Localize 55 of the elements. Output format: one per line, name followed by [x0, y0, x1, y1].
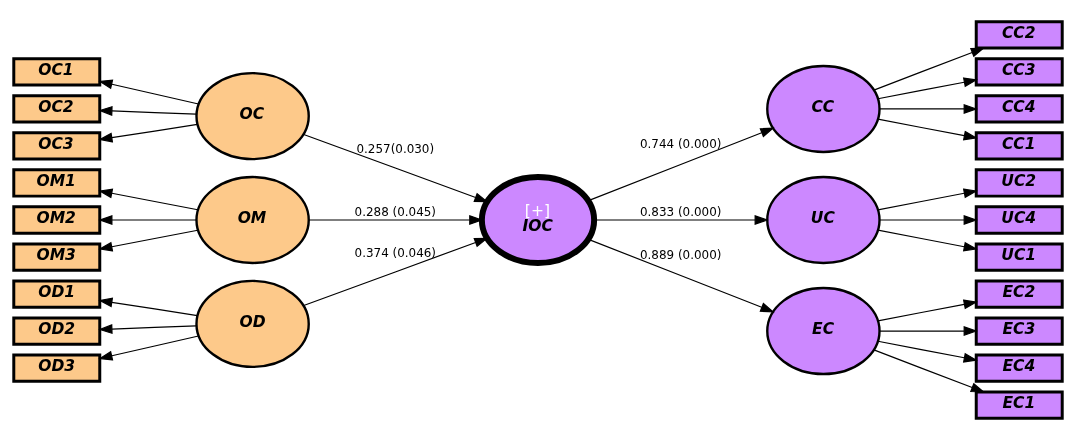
node-box: CC4 [974, 93, 1064, 124]
node-box: EC1 [974, 389, 1064, 420]
node-box: CC2 [974, 19, 1064, 50]
arrow [879, 214, 978, 225]
node-ellipse: OC [195, 71, 310, 160]
node-box: EC4 [974, 352, 1064, 383]
node-box: OC2 [12, 93, 102, 124]
edge-label: 0.889 (0.000) [639, 247, 722, 262]
node-box: OC1 [12, 56, 102, 87]
node-box: OC3 [12, 130, 102, 161]
node-box: OM1 [12, 167, 102, 198]
arrow [98, 187, 199, 210]
arrow [98, 123, 198, 143]
arrow [98, 229, 199, 252]
edge-label: 0.288 (0.045) [354, 204, 437, 219]
arrow [873, 348, 986, 392]
arrow [879, 103, 978, 114]
arrow [98, 323, 197, 334]
node-box: EC3 [974, 315, 1064, 346]
node-box: OD2 [12, 315, 102, 346]
node-ellipse: CC [766, 64, 881, 153]
node-box: UC2 [974, 167, 1064, 198]
node-ellipse: EC [766, 286, 881, 375]
node-box: OD1 [12, 278, 102, 309]
arrow [98, 334, 200, 361]
node-ellipse: OM [195, 175, 310, 264]
edge-label: 0.744 (0.000) [639, 136, 722, 151]
node-box: OD3 [12, 352, 102, 383]
arrow [877, 340, 978, 363]
arrow [877, 118, 978, 141]
edge-label: 0.833 (0.000) [639, 204, 722, 219]
node-box: UC4 [974, 204, 1064, 235]
node-box: OM3 [12, 241, 102, 272]
arrow [98, 78, 200, 105]
arrow [587, 127, 775, 201]
arrow [879, 325, 978, 336]
node-ellipse: OD [195, 279, 310, 368]
arrow [98, 105, 197, 116]
arrow [873, 47, 986, 91]
arrow [877, 187, 978, 210]
edge-label: 0.374 (0.046) [354, 245, 437, 260]
node-box: CC3 [974, 56, 1064, 87]
arrow [98, 214, 197, 225]
arrow [877, 76, 978, 99]
edge-label: 0.257(0.030) [356, 141, 435, 156]
node-box: CC1 [974, 130, 1064, 161]
arrow [877, 298, 978, 321]
node-ellipse: [+] IOC [478, 173, 598, 266]
node-box: OM2 [12, 204, 102, 235]
node-ellipse: UC [766, 175, 881, 264]
arrow [98, 296, 198, 316]
node-box: UC1 [974, 241, 1064, 272]
arrow [877, 229, 978, 252]
arrow [587, 238, 775, 312]
node-box: EC2 [974, 278, 1064, 309]
